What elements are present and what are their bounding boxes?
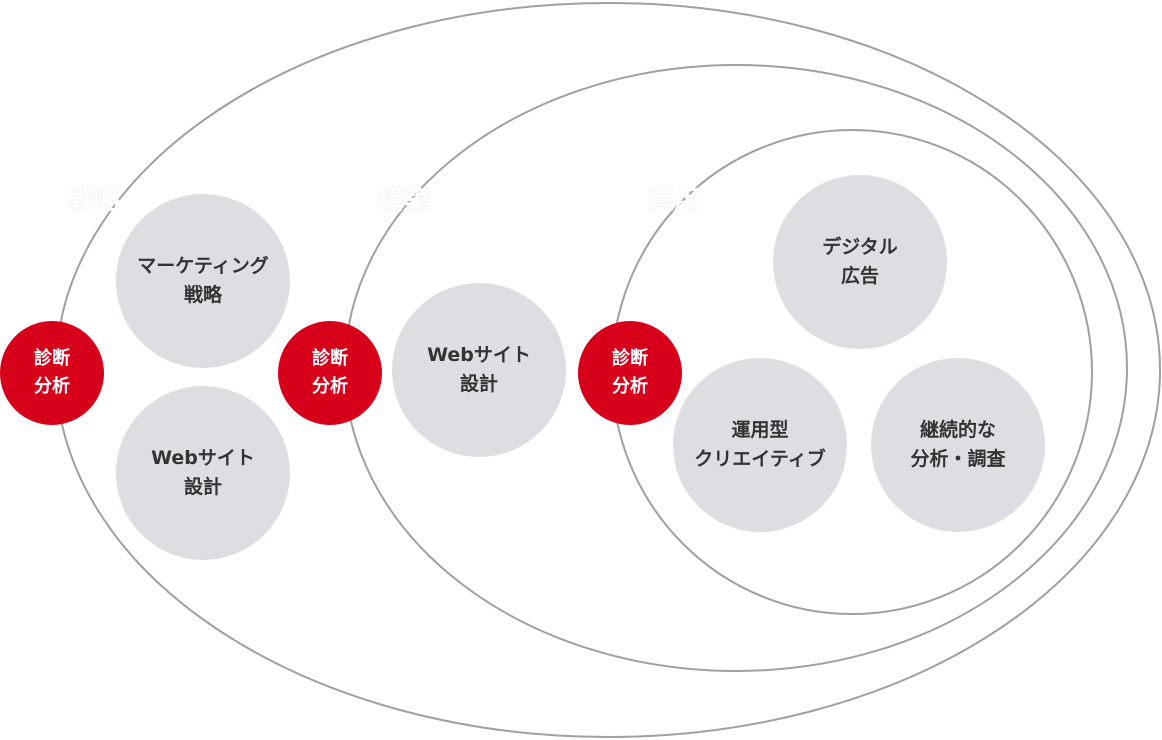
service-marketing-strategy: マーケティング戦略 <box>116 194 290 368</box>
phase-label-strategy: 戦略 <box>68 186 121 216</box>
service-creative: 運用型クリエイティブ <box>673 358 847 532</box>
service-analysis: 継続的な分析・調査 <box>871 358 1045 532</box>
service-web-design-build: Webサイト設計 <box>392 283 566 457</box>
service-web-design: Webサイト設計 <box>116 386 290 560</box>
service-digital-ads: デジタル広告 <box>773 175 947 349</box>
diagnosis-badge: 診断分析 <box>578 321 682 425</box>
diagnosis-badge: 診断分析 <box>0 321 104 425</box>
diagnosis-badge: 診断分析 <box>278 321 382 425</box>
phase-label-build: 構築 <box>378 186 431 216</box>
phase-label-operation: 運用 <box>648 186 701 216</box>
